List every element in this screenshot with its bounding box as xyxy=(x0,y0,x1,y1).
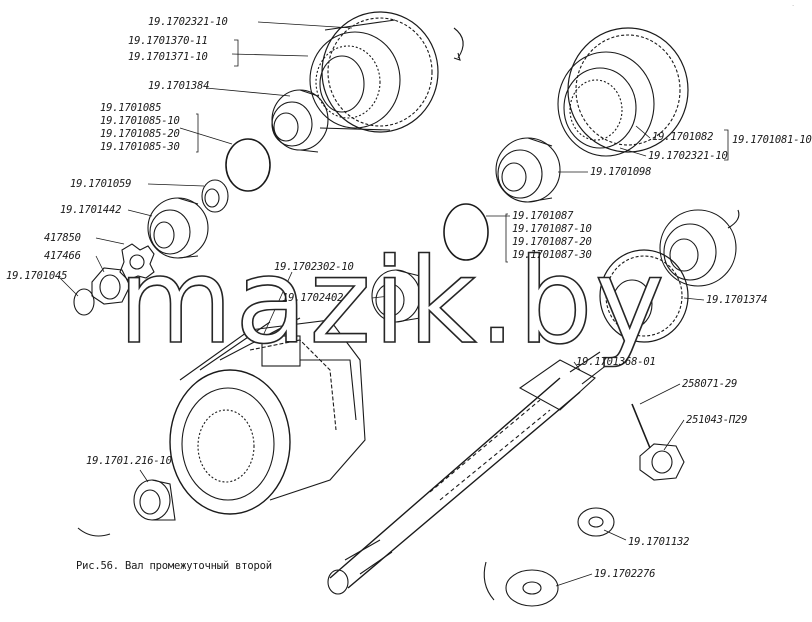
label-part-14: 19.1702302-10 xyxy=(274,261,354,273)
label-part-15: 19.1702402 xyxy=(282,292,344,304)
label-part-11: 417850 xyxy=(44,232,81,244)
cotter-pin-258071 xyxy=(631,403,651,449)
label-part-1: 19.1702321-10 xyxy=(148,16,228,28)
bearing-1701384 xyxy=(271,89,329,153)
clutch-drum xyxy=(169,317,366,515)
label-part-21: 19.1701087-10 xyxy=(512,223,592,235)
label-part-22: 19.1701087-20 xyxy=(512,236,592,248)
label-part-30: 19.1702276 xyxy=(594,568,656,580)
bearing-right xyxy=(659,209,737,287)
rotation-arrow-right xyxy=(727,209,740,229)
lock-washer-417850 xyxy=(119,243,155,281)
label-part-25: 19.1701368-01 xyxy=(576,356,656,368)
rotation-arrow-bottom-right xyxy=(483,561,495,601)
label-part-12: 417466 xyxy=(44,250,81,262)
label-part-6: 19.1701085-10 xyxy=(100,115,180,127)
intermediate-shaft xyxy=(327,351,609,595)
label-part-3: 19.1701371-10 xyxy=(128,51,208,63)
snap-ring-1701087 xyxy=(443,203,489,261)
label-part-5: 19.1701085 xyxy=(100,102,162,114)
bearing-1701442 xyxy=(147,197,209,259)
bush-1701216 xyxy=(133,479,176,521)
label-part-27: 251043-П29 xyxy=(686,414,748,426)
label-part-23: 19.1701087-30 xyxy=(512,249,592,261)
label-part-10: 19.1701442 xyxy=(60,204,122,216)
label-part-20: 19.1701087 xyxy=(512,210,574,222)
label-part-4: 19.1701384 xyxy=(148,80,210,92)
ring-1701045 xyxy=(73,288,95,316)
corner-mark: · xyxy=(792,3,794,10)
label-part-24: 19.1701374 xyxy=(706,294,768,306)
snap-ring-1701085 xyxy=(225,138,271,192)
watermark-text: mazik.by xyxy=(117,232,667,370)
label-part-13: 19.1701045 xyxy=(6,270,68,282)
needle-bearing-1702402 xyxy=(371,269,421,323)
label-part-29: 19.1701132 xyxy=(628,536,690,548)
label-part-17: 19.1701081-10 xyxy=(732,134,812,146)
gear-1701374 xyxy=(599,249,689,343)
gear-pair-top-right xyxy=(557,27,689,157)
label-part-28: 19.1701.216-10 xyxy=(86,455,172,467)
washer-1702276 xyxy=(505,569,559,607)
rotation-arrow-bottom-left xyxy=(77,527,111,537)
gear-pair-top-center xyxy=(309,11,439,133)
figure-caption: Рис.56. Вал промежуточный второй xyxy=(76,560,272,572)
spacer-1701059 xyxy=(201,179,229,213)
label-part-26: 258071-29 xyxy=(682,378,738,390)
nut-251043 xyxy=(639,443,685,481)
rotation-arrow-top xyxy=(453,27,464,59)
label-part-16: 19.1701082 xyxy=(652,131,714,143)
label-part-2: 19.1701370-11 xyxy=(128,35,208,47)
label-part-19: 19.1701098 xyxy=(590,166,652,178)
label-part-18: 19.1702321-10 xyxy=(648,150,728,162)
label-part-8: 19.1701085-30 xyxy=(100,141,180,153)
nut-417466 xyxy=(91,267,131,305)
washer-1701132 xyxy=(577,507,615,537)
label-part-7: 19.1701085-20 xyxy=(100,128,180,140)
label-part-9: 19.1701059 xyxy=(70,178,132,190)
bearing-1701098 xyxy=(495,137,561,203)
leader-lines xyxy=(57,21,729,587)
